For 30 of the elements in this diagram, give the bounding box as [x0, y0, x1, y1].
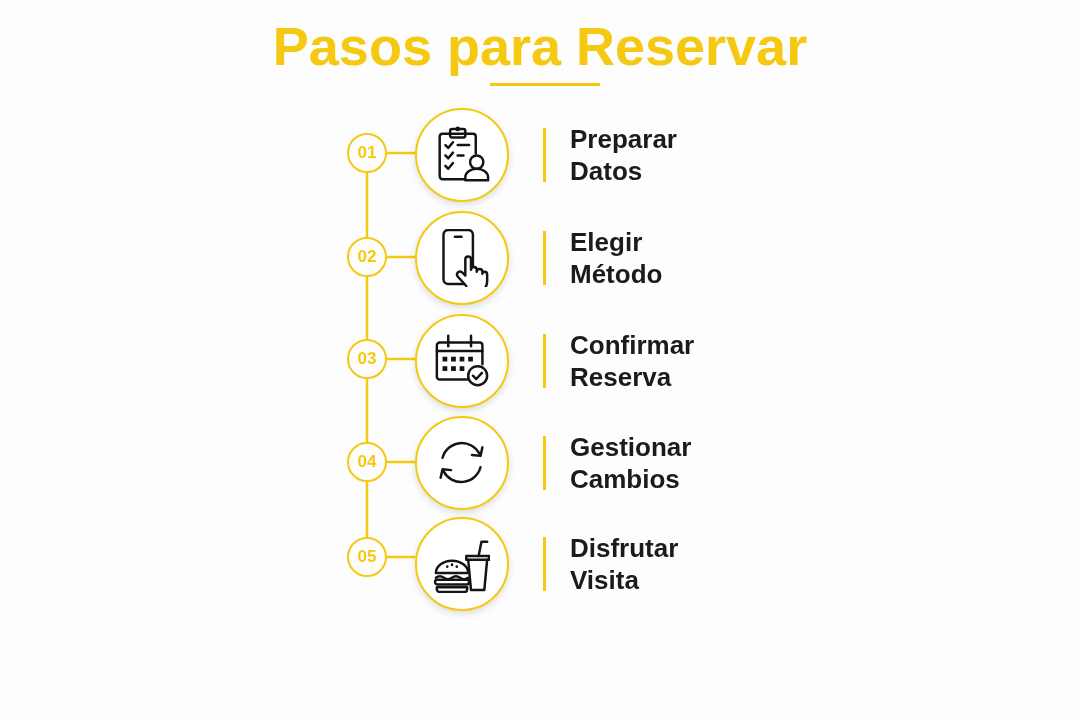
connector-line: [365, 277, 369, 339]
step-number: 05: [357, 547, 377, 567]
step-number-circle: [347, 133, 387, 173]
step-label: Elegir Método: [570, 226, 664, 290]
step-number-circle: [347, 237, 387, 277]
step-number: 02: [357, 247, 377, 267]
icon-circle: [415, 416, 509, 510]
step-label: Confirmar Reserva: [570, 329, 696, 393]
step-number-circle: [347, 537, 387, 577]
connector-line: [387, 255, 415, 259]
icon-circle: [415, 211, 509, 305]
step-label: Preparar Datos: [570, 123, 678, 187]
icon-circle: [415, 108, 509, 202]
connector-line: [365, 379, 369, 442]
step-number: 03: [357, 349, 377, 369]
step-number-circle: [347, 442, 387, 482]
connector-line: [365, 173, 369, 237]
connector-line: [387, 357, 416, 361]
step-number-circle: [347, 339, 387, 379]
connector-line: [387, 151, 416, 155]
step-number: 01: [357, 143, 377, 163]
step-label: Gestionar Cambios: [570, 431, 693, 495]
title: Pasos para Reservar: [272, 15, 808, 78]
step-label: Disfrutar Visita: [570, 532, 680, 596]
icon-circle: [415, 517, 509, 611]
connector-line: [365, 482, 369, 537]
connector-line: [387, 555, 416, 559]
connector-line: [387, 460, 415, 464]
step-number: 04: [357, 452, 377, 472]
icon-circle: [415, 314, 509, 408]
